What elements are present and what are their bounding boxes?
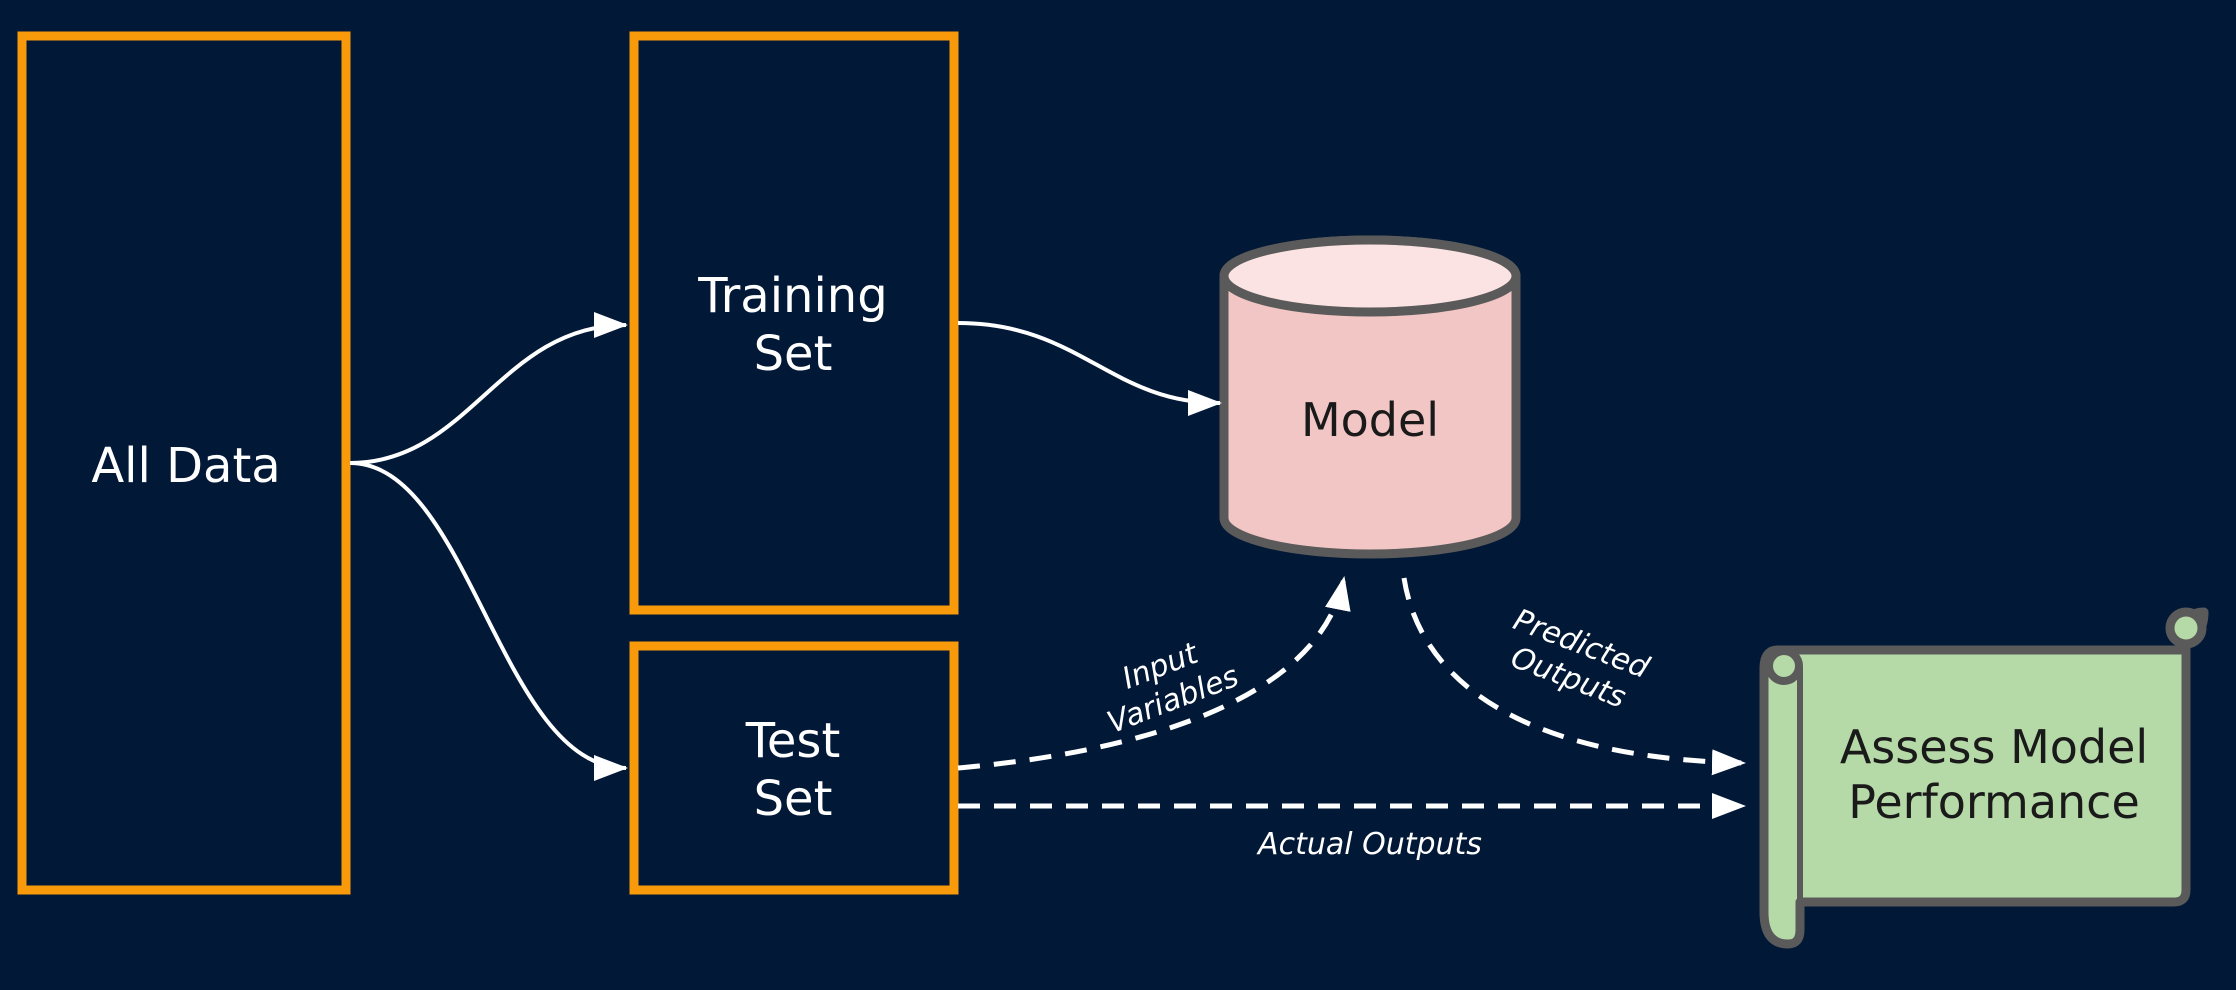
- training-set-box: [629, 31, 959, 615]
- assess-label-line2: Performance: [1848, 775, 2140, 829]
- scroll-sheet: [1759, 607, 2209, 949]
- model-label: Model: [1301, 393, 1439, 447]
- assess-performance-node: Assess Model Performance: [1759, 607, 2209, 949]
- model-node: Model: [1219, 235, 1521, 559]
- training-set-label-line1: Training: [697, 268, 887, 324]
- edge-all-data-to-training: [349, 312, 628, 465]
- training-set-node: Training Set: [629, 31, 959, 615]
- input-variables-label: Input Variables: [1103, 636, 1244, 741]
- all-data-box: [17, 31, 351, 895]
- assess-label-line1: Assess Model: [1840, 720, 2148, 774]
- training-set-label-line2: Set: [754, 326, 833, 382]
- test-set-box: [629, 641, 959, 895]
- model-cylinder-top: [1219, 235, 1521, 317]
- all-data-node: All Data: [17, 31, 351, 895]
- edge-predicted-outputs: [1401, 577, 1746, 776]
- scroll-top-curl: [2165, 607, 2207, 649]
- all-data-label: All Data: [91, 438, 280, 494]
- edge-input-variables: [957, 576, 1351, 771]
- test-set-node: Test Set: [629, 641, 959, 895]
- test-set-label-line1: Test: [745, 713, 841, 769]
- predicted-outputs-label: Predicted Outputs: [1506, 602, 1655, 715]
- test-set-label-line2: Set: [754, 771, 833, 827]
- scroll-left-curl: [1765, 647, 1803, 685]
- edge-training-to-model: [957, 321, 1222, 416]
- actual-outputs-label: Actual Outputs: [1256, 827, 1482, 862]
- edge-all-data-to-test: [349, 461, 628, 781]
